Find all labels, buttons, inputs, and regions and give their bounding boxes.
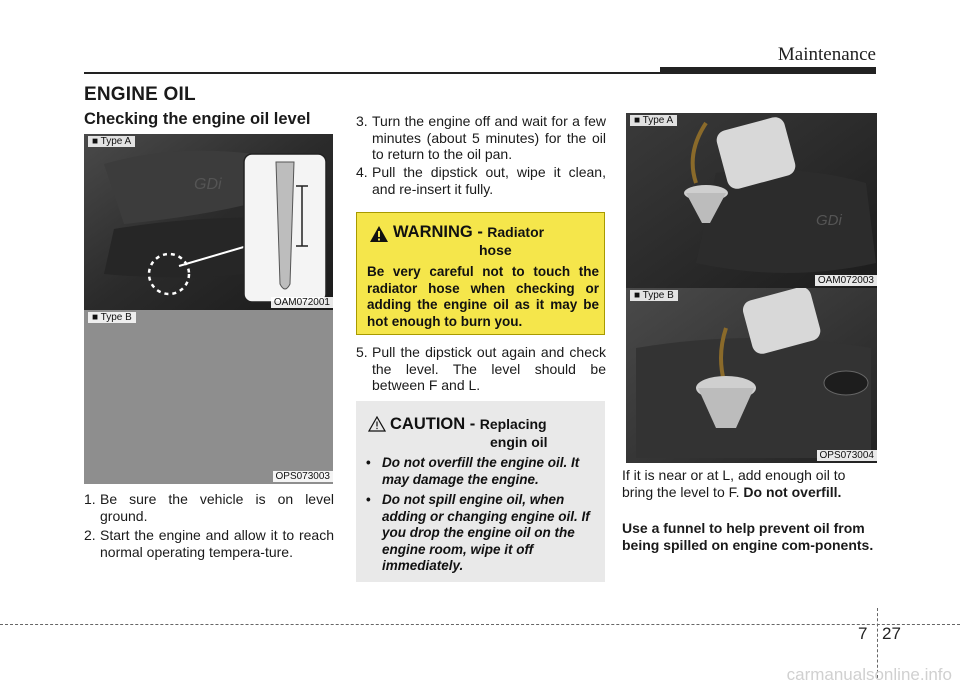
svg-text:GDi: GDi [194,176,222,193]
step-text: Turn the engine off and wait for a few m… [372,113,606,162]
figure-type-a-funnel: GDi ■ Type A OAM072003 [626,113,877,288]
figure-code: OAM072003 [814,275,877,286]
step-4: 4. Pull the dipstick out, wipe it clean,… [356,164,606,197]
caution-triangle-icon [368,416,386,432]
subheading: Checking the engine oil level [84,110,311,128]
warning-text: Be very careful not to touch the radiato… [367,264,599,329]
figure-type-b-funnel: ■ Type B OPS073004 [626,288,877,463]
header-rule-accent [660,67,876,74]
warning-topic-line1: Radiator [487,224,545,240]
engine-photo-oil-pour [626,288,877,463]
watermark: carmanualsonline.info [786,665,952,684]
caution-item: • Do not overfill the engine oil. It may… [366,455,598,488]
bullet-icon: • [366,492,371,507]
page-number: 27 [882,624,901,643]
warning-topic-line2: hose [479,242,512,258]
bullet-icon: • [366,455,371,470]
funnel-bold-text: Use a funnel to help prevent oil from be… [622,520,874,553]
engine-photo-oil-pour: GDi [626,113,877,288]
caution-topic-line2: engin oil [490,434,548,450]
caution-item-text: Do not overfill the engine oil. It may d… [382,455,580,487]
section-title: ENGINE OIL [84,84,196,105]
caution-item: • Do not spill engine oil, when adding o… [366,492,598,575]
warning-label: WARNING - [393,223,483,241]
figure-tag: ■ Type A [88,136,136,147]
engine-photo-dipstick: GDi [84,134,333,310]
caution-item-text: Do not spill engine oil, when adding or … [382,492,590,573]
step-number: 4. [356,164,368,180]
caution-label: CAUTION - [390,415,476,433]
step-text: Pull the dipstick out again and check th… [372,344,606,393]
warning-heading: WARNING - Radiator hose [393,223,544,258]
chapter-number: 7 [858,624,868,643]
step-5: 5. Pull the dipstick out again and check… [356,344,606,394]
step-text: Be sure the vehicle is on level ground. [100,491,334,524]
header-rule [84,72,876,74]
figure-code: OPS073003 [272,471,333,482]
figure-tag: ■ Type B [630,290,678,301]
add-oil-bold-text: Do not overfill. [743,483,842,500]
step-number: 1. [84,491,96,507]
step-number: 5. [356,344,368,360]
page-number-divider [877,608,878,678]
figure-type-a-dipstick: GDi ■ Type A OAM072001 [84,134,333,310]
add-oil-text: If it is near or at L, add enough oil to… [622,467,846,500]
add-oil-paragraph: If it is near or at L, add enough oil to… [622,467,878,500]
step-3: 3. Turn the engine off and wait for a fe… [356,113,606,163]
engine-photo-placeholder [84,310,333,484]
step-1: 1. Be sure the vehicle is on level groun… [84,491,334,524]
caution-topic-line1: Replacing [479,416,547,432]
warning-box: WARNING - Radiator hose Be very careful … [356,212,605,335]
figure-code: OPS073004 [816,450,877,461]
caution-box: CAUTION - Replacing engin oil • Do not o… [356,401,605,582]
caution-heading: CAUTION - Replacing engin oil [390,415,548,450]
funnel-paragraph: Use a funnel to help prevent oil from be… [622,520,878,553]
figure-tag: ■ Type B [88,312,136,323]
step-number: 3. [356,113,368,129]
step-2: 2. Start the engine and allow it to reac… [84,527,334,560]
footer-rule [0,624,960,625]
svg-text:GDi: GDi [816,212,843,229]
figure-code: OAM072001 [270,297,333,308]
figure-tag: ■ Type A [630,115,678,126]
figure-type-b: ■ Type B OPS073003 [84,310,333,484]
step-number: 2. [84,527,96,543]
warning-triangle-icon [370,226,388,242]
step-text: Start the engine and allow it to reach n… [100,527,334,560]
section-header-title: Maintenance [777,44,876,65]
step-text: Pull the dipstick out, wipe it clean, an… [372,164,606,197]
